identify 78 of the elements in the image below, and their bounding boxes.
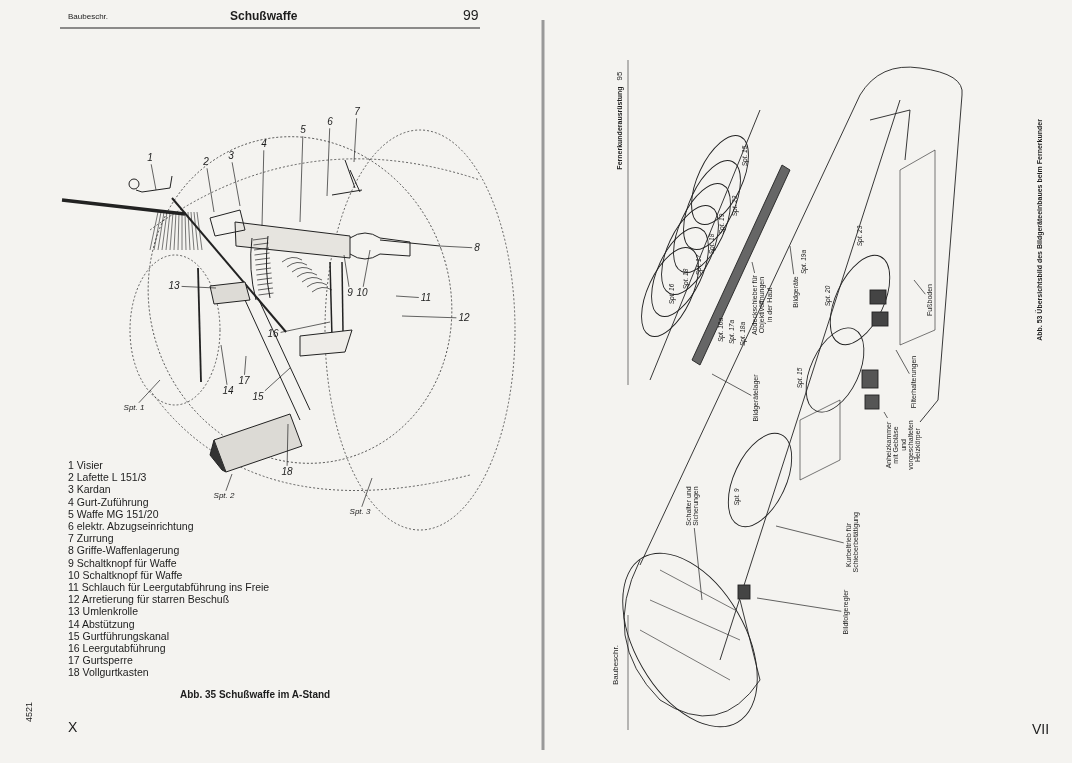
page-number: 99 (463, 8, 479, 24)
leader-line (883, 411, 888, 419)
parts-list-item: 16 Leergutabführung (68, 643, 166, 655)
callout-number: 18 (280, 466, 294, 478)
leader-line (751, 261, 755, 274)
parts-list-item: 5 Waffe MG 151/20 (68, 508, 159, 521)
callout-number: 2 (202, 156, 210, 168)
callout-label: Spt. 3 (348, 507, 372, 517)
parts-list-item: 2 Lafette L 151/3 (68, 472, 147, 484)
leader-line (261, 149, 265, 227)
leader-line (326, 127, 331, 197)
leader-line (756, 597, 842, 612)
page-number: VII (1032, 722, 1050, 738)
figure-caption: Abb. 35 Schußwaffe im A-Stand (180, 689, 331, 700)
leader-line (913, 279, 926, 295)
callout-number: 7 (353, 106, 361, 118)
leader-line (711, 373, 752, 396)
parts-list-item: 14 Abstützung (68, 618, 135, 631)
leader-line (361, 477, 373, 508)
parts-list-item: 8 Griffe-Waffenlagerung (68, 545, 180, 557)
parts-list-item: 4 Gurt-Zuführung (68, 496, 149, 509)
parts-list-item: 18 Vollgurtkasten (68, 667, 149, 679)
parts-list-item: 15 Gurtführungskanal (68, 630, 169, 643)
page-number: 4521 (25, 702, 35, 722)
parts-list-item: 17 Gurtsperre (68, 655, 133, 667)
callout-number: 1 (146, 152, 154, 164)
parts-list-item: 13 Umlenkrolle (68, 606, 139, 618)
callout-number: 10 (355, 287, 369, 299)
leader-line (138, 379, 161, 404)
header-text: Baubeschr. (611, 645, 621, 685)
callout-number: 5 (299, 124, 307, 136)
page-number: 95 (615, 71, 625, 81)
leader-line (280, 321, 331, 333)
page-title: Schußwaffe (230, 10, 298, 24)
leader-line (895, 349, 910, 375)
parts-list-item: 9 Schaltknopf für Waffe (68, 557, 177, 570)
parts-list-item: 1 Visier (68, 460, 103, 472)
leader-line (789, 245, 795, 275)
leader-line (693, 527, 703, 601)
parts-list-item: 12 Arretierung für starren Beschuß (68, 594, 230, 606)
page-number: X (68, 720, 78, 736)
leader-line (225, 473, 233, 492)
leader-line (343, 254, 350, 288)
leader-line (220, 344, 228, 386)
callout-label: Spt. 1 (122, 403, 146, 413)
leader-line (401, 315, 457, 319)
callout-number: 14 (221, 385, 235, 397)
leader-line (775, 525, 845, 544)
callout-number: 11 (419, 292, 433, 304)
parts-list-item: 7 Zurrung (68, 533, 114, 545)
leader-line (150, 163, 157, 191)
leader-line (395, 295, 420, 298)
callout-number: 6 (326, 116, 334, 128)
callout-number: 9 (346, 287, 354, 299)
callout-label: Spt. 2 (212, 491, 236, 501)
leader-line (362, 249, 371, 288)
parts-list-item: 11 Schlauch für Leergutabführung ins Freie (68, 582, 270, 594)
leader-line (244, 355, 247, 376)
callout-number: 15 (251, 391, 265, 403)
callout-number: 16 (266, 328, 280, 340)
callout-number: 12 (457, 312, 471, 324)
leader-line (353, 117, 357, 163)
callout-number: 4 (260, 138, 268, 150)
parts-list-item: 6 elektr. Abzugseinrichtung (68, 521, 194, 533)
leader-line (264, 367, 291, 392)
callout-number: 13 (167, 280, 181, 292)
leader-line (439, 245, 473, 249)
parts-list-item: 3 Kardan (68, 484, 111, 496)
leader-line (286, 423, 289, 467)
callout-number: 3 (227, 150, 235, 162)
header-text: Baubeschr. (68, 13, 109, 22)
parts-list-item: 10 Schaltknopf für Waffe (68, 569, 183, 582)
callout-number: 8 (473, 242, 481, 254)
leader-line (181, 286, 217, 289)
callout-number: 17 (237, 375, 251, 387)
leader-line (206, 167, 215, 213)
leader-line (231, 161, 241, 207)
leader-line (299, 135, 304, 223)
